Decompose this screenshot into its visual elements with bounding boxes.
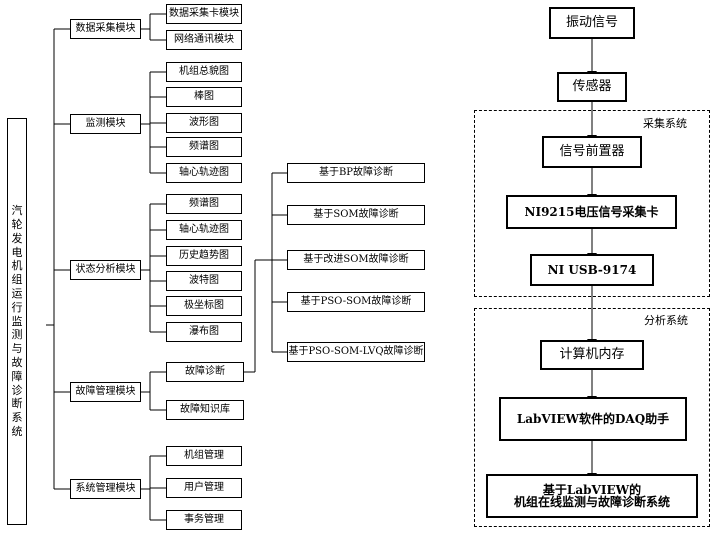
node-label: 波形图 (189, 117, 219, 128)
module-label: 监测模块 (85, 118, 126, 129)
node-fault-diagnosis: 故障诊断 (166, 362, 244, 382)
node-sa-polar: 极坐标图 (166, 296, 242, 316)
node-network: 网络通讯模块 (166, 30, 242, 50)
flow-preamplifier: 信号前置器 (542, 136, 642, 168)
module-data-acquisition: 数据采集模块 (70, 19, 141, 39)
flow-label: LabVIEW软件的DAQ助手 (516, 412, 670, 426)
node-label: 基于改进SOM故障诊断 (303, 254, 409, 265)
node-diag-pso-som: 基于PSO-SOM故障诊断 (287, 292, 425, 312)
node-bar-chart: 棒图 (166, 87, 242, 107)
root-label: 汽轮发电机组运行监测与故障诊断系统 (11, 204, 23, 438)
node-label: 故障知识库 (180, 404, 230, 415)
node-spectrum: 频谱图 (166, 137, 242, 157)
flow-final-system: 基于LabVIEW的 机组在线监测与故障诊断系统 (486, 474, 698, 518)
node-acq-card: 数据采集卡模块 (166, 4, 242, 24)
node-affairs-management: 事务管理 (166, 510, 242, 530)
flow-ni-usb: NI USB-9174 (530, 254, 654, 286)
module-monitoring: 监测模块 (70, 114, 141, 134)
node-overview: 机组总貌图 (166, 62, 242, 82)
flow-sensor: 传感器 (557, 72, 627, 102)
node-label: 机组管理 (184, 450, 224, 461)
node-label: 频谱图 (189, 141, 219, 152)
node-label: 故障诊断 (185, 366, 225, 377)
analysis-system-label: 分析系统 (644, 314, 688, 327)
node-label: 频谱图 (189, 198, 219, 209)
acquisition-system-group (474, 110, 710, 297)
flow-label: 基于LabVIEW的 (542, 483, 642, 497)
node-unit-management: 机组管理 (166, 446, 242, 466)
node-label: 历史趋势图 (179, 250, 229, 261)
module-fault-management: 故障管理模块 (70, 382, 141, 402)
flow-label: 计算机内存 (559, 347, 625, 362)
module-label: 状态分析模块 (75, 264, 136, 275)
node-label: 基于PSO-SOM故障诊断 (300, 296, 412, 307)
node-label: 瀑布图 (189, 326, 219, 337)
node-diag-bp: 基于BP故障诊断 (287, 163, 425, 183)
node-sa-waterfall: 瀑布图 (166, 322, 242, 342)
node-orbit: 轴心轨迹图 (166, 163, 242, 183)
flow-vibration-signal: 振动信号 (549, 7, 635, 39)
node-label: 极坐标图 (184, 300, 224, 311)
flow-label: 振动信号 (565, 15, 618, 30)
flow-daq-assistant: LabVIEW软件的DAQ助手 (499, 397, 687, 441)
node-user-management: 用户管理 (166, 478, 242, 498)
node-label: 基于BP故障诊断 (318, 167, 394, 178)
module-label: 数据采集模块 (75, 23, 136, 34)
node-label: 基于PSO-SOM-LVQ故障诊断 (288, 346, 424, 357)
flow-ni9215: NI9215电压信号采集卡 (506, 195, 677, 229)
node-sa-trend: 历史趋势图 (166, 246, 242, 266)
node-label: 数据采集卡模块 (169, 8, 239, 19)
flow-label: 信号前置器 (559, 144, 625, 159)
node-label: 基于SOM故障诊断 (313, 209, 399, 220)
node-label: 网络通讯模块 (174, 34, 234, 45)
flow-label: 传感器 (572, 79, 612, 94)
node-sa-bode: 波特图 (166, 271, 242, 291)
module-state-analysis: 状态分析模块 (70, 260, 141, 280)
root-box: 汽轮发电机组运行监测与故障诊断系统 (7, 118, 27, 525)
node-sa-orbit: 轴心轨迹图 (166, 220, 242, 240)
module-label: 故障管理模块 (75, 386, 136, 397)
node-label: 用户管理 (184, 482, 224, 493)
node-label: 轴心轨迹图 (179, 224, 229, 235)
node-diag-som: 基于SOM故障诊断 (287, 205, 425, 225)
node-label: 机组总貌图 (179, 66, 229, 77)
node-diag-improved-som: 基于改进SOM故障诊断 (287, 250, 425, 270)
node-label: 事务管理 (184, 514, 224, 525)
flow-memory: 计算机内存 (540, 340, 644, 370)
node-label: 棒图 (194, 91, 214, 102)
flow-label: 机组在线监测与故障诊断系统 (513, 495, 670, 509)
node-diag-pso-som-lvq: 基于PSO-SOM-LVQ故障诊断 (287, 342, 425, 362)
flow-label: NI USB-9174 (547, 263, 637, 277)
node-label: 波特图 (189, 275, 219, 286)
node-sa-spectrum: 频谱图 (166, 194, 242, 214)
flow-label: NI9215电压信号采集卡 (524, 205, 659, 219)
module-system-management: 系统管理模块 (70, 479, 141, 499)
node-label: 轴心轨迹图 (179, 167, 229, 178)
module-label: 系统管理模块 (75, 483, 136, 494)
node-waveform: 波形图 (166, 113, 242, 133)
analysis-system-group (474, 308, 710, 527)
acquisition-system-label: 采集系统 (643, 117, 687, 130)
node-fault-kb: 故障知识库 (166, 400, 244, 420)
